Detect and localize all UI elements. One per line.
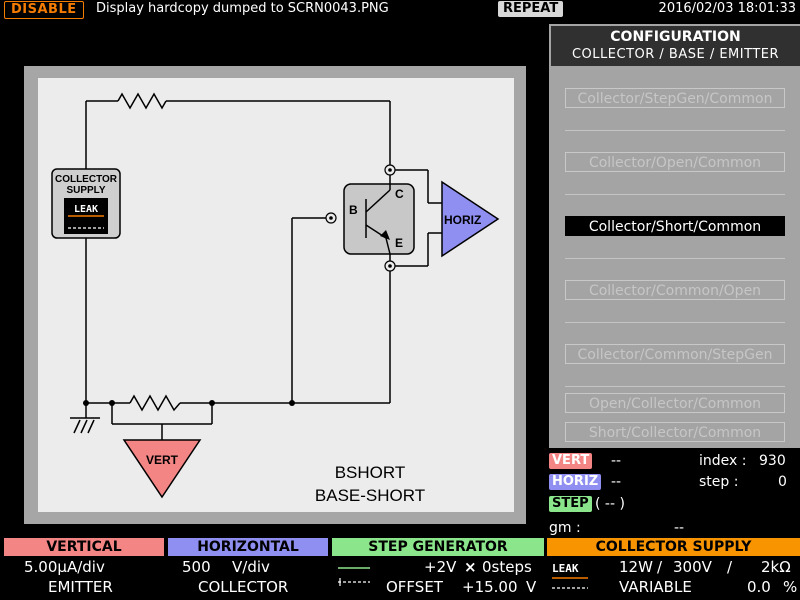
power-value: 12W bbox=[619, 558, 653, 576]
config-separator bbox=[565, 194, 785, 195]
vert-tag: VERT bbox=[549, 453, 593, 469]
vertical-scale: 5.00μA/div bbox=[24, 558, 105, 576]
mode-short-label: BSHORT bbox=[335, 463, 406, 482]
leak-icon-label: LEAK bbox=[552, 562, 579, 575]
offset-label: OFFSET bbox=[386, 578, 443, 596]
horiz-value: -- bbox=[611, 474, 622, 490]
horizontal-scale-unit: V/div bbox=[232, 558, 270, 576]
index-label: index : bbox=[699, 453, 747, 469]
repeat-badge[interactable]: REPEAT bbox=[498, 1, 564, 17]
slash-separator: / bbox=[727, 558, 733, 576]
horiz-label: HORIZ bbox=[444, 213, 481, 227]
step-waveform-icon bbox=[338, 567, 370, 586]
terminal-e-label: E bbox=[395, 236, 403, 250]
configuration-header: CONFIGURATION COLLECTOR / BASE / EMITTER bbox=[551, 26, 800, 66]
transistor-box bbox=[343, 183, 415, 255]
step-count-value: 0 bbox=[778, 474, 787, 490]
supply-mode: VARIABLE bbox=[619, 578, 692, 596]
horizontal-scale-value: 500 bbox=[182, 558, 211, 576]
config-item-collector-open-common[interactable]: Collector/Open/Common bbox=[565, 152, 785, 172]
offset-value: +15.00 bbox=[462, 578, 518, 596]
vertical-panel[interactable]: VERTICAL 5.00μA/div EMITTER bbox=[4, 538, 164, 600]
collector-supply-label-2: SUPPLY bbox=[66, 185, 105, 196]
horizontal-panel[interactable]: HORIZONTAL 500 V/div COLLECTOR bbox=[168, 538, 328, 600]
measurement-readout: VERT -- HORIZ -- STEP ( -- ) index : 930… bbox=[527, 450, 800, 536]
step-tag: STEP bbox=[549, 496, 592, 512]
vertical-source: EMITTER bbox=[48, 578, 113, 596]
voltage-value: 300V bbox=[673, 558, 712, 576]
leak-label: LEAK bbox=[74, 204, 98, 215]
vert-value: -- bbox=[611, 453, 622, 469]
horizontal-source: COLLECTOR bbox=[198, 578, 289, 596]
gm-label: gm : bbox=[549, 520, 581, 536]
status-message: Display hardcopy dumped to SCRN0043.PNG bbox=[96, 1, 389, 16]
collector-supply-title: COLLECTOR SUPPLY bbox=[547, 538, 800, 556]
terminal-b-label: B bbox=[349, 203, 358, 217]
config-separator bbox=[565, 258, 785, 259]
config-item-short-collector-common[interactable]: Short/Collector/Common bbox=[565, 422, 785, 442]
circuit-diagram bbox=[38, 78, 514, 512]
step-generator-title: STEP GENERATOR bbox=[332, 538, 544, 556]
config-separator bbox=[565, 386, 785, 387]
collector-supply-label-1: COLLECTOR bbox=[55, 174, 118, 185]
config-separator bbox=[565, 130, 785, 131]
datetime: 2016/02/03 18:01:33 bbox=[658, 1, 796, 16]
percent-unit: % bbox=[783, 578, 798, 596]
terminal-c-label: C bbox=[395, 187, 404, 201]
horiz-amplifier-icon bbox=[441, 180, 500, 258]
configuration-subtitle: COLLECTOR / BASE / EMITTER bbox=[571, 47, 780, 62]
collector-supply-panel[interactable]: COLLECTOR SUPPLY LEAK 12W / 300V / 2kΩ V… bbox=[547, 538, 800, 600]
horizontal-title: HORIZONTAL bbox=[168, 538, 328, 556]
slash-separator: / bbox=[657, 558, 663, 576]
horiz-tag: HORIZ bbox=[549, 474, 602, 490]
percent-value: 0.0 bbox=[747, 578, 771, 596]
config-item-collector-stepgen-common[interactable]: Collector/StepGen/Common bbox=[565, 88, 785, 108]
vertical-title: VERTICAL bbox=[4, 538, 164, 556]
configuration-title: CONFIGURATION bbox=[610, 29, 741, 45]
config-separator bbox=[565, 322, 785, 323]
step-amplitude: +2V bbox=[424, 558, 457, 576]
bottom-resistor bbox=[129, 394, 181, 412]
config-item-collector-common-stepgen[interactable]: Collector/Common/StepGen bbox=[565, 344, 785, 364]
resistance-value: 2kΩ bbox=[761, 558, 791, 576]
leak-indicator-icon bbox=[552, 577, 588, 589]
config-item-collector-short-common[interactable]: Collector/Short/Common bbox=[565, 216, 785, 236]
gm-value: -- bbox=[674, 520, 685, 536]
vert-label: VERT bbox=[146, 453, 179, 467]
mode-long-label: BASE-SHORT bbox=[315, 486, 425, 505]
vert-amplifier-icon bbox=[122, 439, 202, 499]
step-count: 0steps bbox=[482, 558, 532, 576]
config-item-collector-common-open[interactable]: Collector/Common/Open bbox=[565, 280, 785, 300]
step-count-label: step : bbox=[699, 474, 739, 490]
step-value: ( -- ) bbox=[595, 496, 625, 512]
disable-badge[interactable]: DISABLE bbox=[4, 1, 84, 19]
index-value: 930 bbox=[759, 453, 786, 469]
top-resistor bbox=[117, 92, 167, 110]
times-icon: × bbox=[464, 558, 477, 576]
top-status-bar: DISABLE Display hardcopy dumped to SCRN0… bbox=[0, 0, 800, 20]
config-item-open-collector-common[interactable]: Open/Collector/Common bbox=[565, 393, 785, 413]
offset-unit: V bbox=[526, 578, 537, 596]
step-generator-panel[interactable]: STEP GENERATOR +2V × 0steps OFFSET +15.0… bbox=[332, 538, 544, 600]
